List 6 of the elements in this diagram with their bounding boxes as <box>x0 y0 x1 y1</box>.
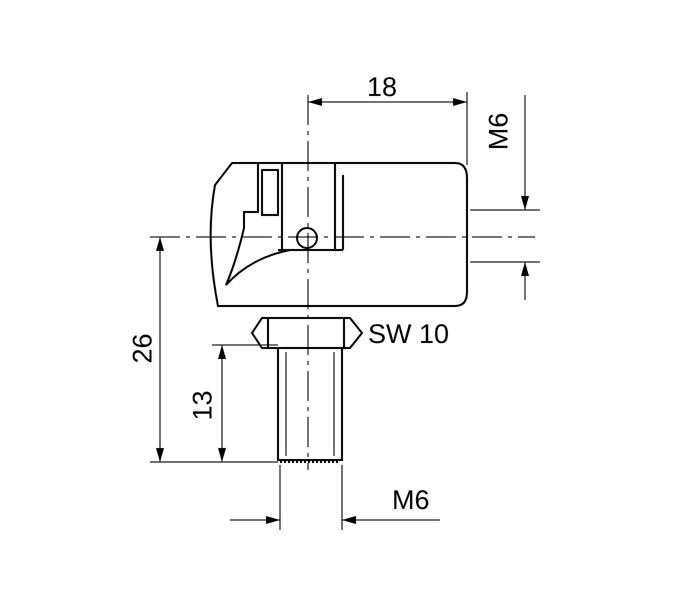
dimension-label: 18 <box>367 74 398 101</box>
dimension-label: 13 <box>190 390 217 421</box>
thread-size-label: M6 <box>485 112 512 150</box>
thread-size-label: M6 <box>392 487 430 514</box>
dimension-label: 26 <box>130 333 157 364</box>
wrench-size-label: SW 10 <box>368 321 450 348</box>
